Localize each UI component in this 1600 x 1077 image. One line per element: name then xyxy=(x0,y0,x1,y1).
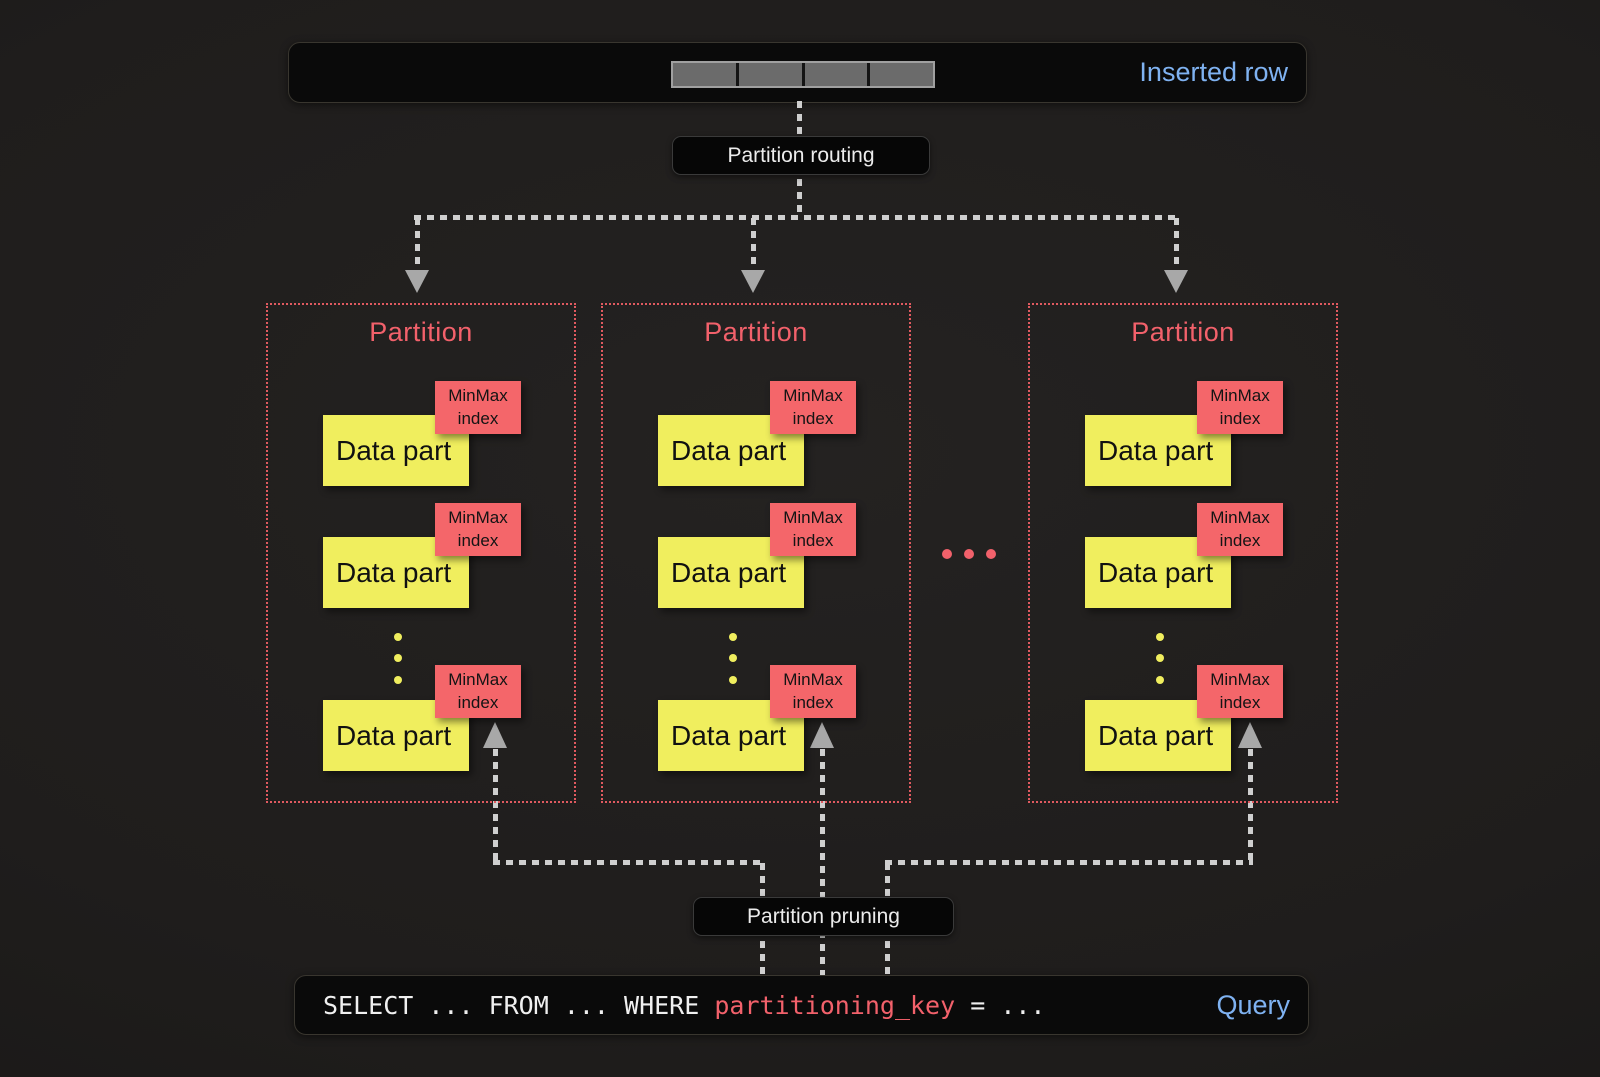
minmax-index-tag: MinMax index xyxy=(1197,381,1283,434)
fanout-stub-right xyxy=(1174,218,1179,270)
data-part-box: Data part xyxy=(1085,537,1231,608)
minmax-index-tag: MinMax index xyxy=(1197,665,1283,718)
fanout-line xyxy=(414,215,1179,220)
data-part-box: Data part xyxy=(1085,415,1231,486)
fanout-stub-middle xyxy=(751,218,756,270)
pruning-stem-middle xyxy=(820,749,825,975)
row-segment-cell xyxy=(738,63,805,86)
between-partitions-ellipsis-dot xyxy=(942,549,952,559)
sql-equals-clause: = ... xyxy=(955,990,1046,1020)
row-segments xyxy=(671,61,935,88)
fanout-stub-left xyxy=(415,218,420,270)
between-partitions-ellipsis-dot xyxy=(964,549,974,559)
partition-title: Partition xyxy=(369,317,473,347)
data-part-box: Data part xyxy=(658,415,804,486)
partition-title: Partition xyxy=(704,317,808,347)
sql-query-text: SELECT ... FROM ... WHERE partitioning_k… xyxy=(323,991,1045,1020)
data-parts-ellipsis-dot xyxy=(729,654,737,662)
data-parts-ellipsis-dot xyxy=(1156,654,1164,662)
partition-pruning-label-text: Partition pruning xyxy=(747,904,900,928)
arrow-down-icon xyxy=(741,270,765,293)
data-part-box: Data part xyxy=(323,700,469,771)
partition-routing-label: Partition routing xyxy=(672,136,930,175)
data-parts-ellipsis-dot xyxy=(1156,633,1164,641)
partition-pruning-label: Partition pruning xyxy=(693,897,954,936)
minmax-index-tag: MinMax index xyxy=(1197,503,1283,556)
minmax-index-tag: MinMax index xyxy=(435,381,521,434)
row-segment-cell xyxy=(804,63,871,86)
query-label: Query xyxy=(1216,989,1290,1020)
data-parts-ellipsis-dot xyxy=(729,676,737,684)
data-parts-ellipsis-dot xyxy=(394,654,402,662)
arrow-down-icon xyxy=(1164,270,1188,293)
minmax-index-tag: MinMax index xyxy=(435,665,521,718)
pruning-stem-right xyxy=(1248,749,1253,863)
row-segment-cell xyxy=(870,63,933,86)
pruning-line-right xyxy=(885,860,1253,865)
partition-title: Partition xyxy=(1131,317,1235,347)
pruning-line-left xyxy=(493,860,765,865)
minmax-index-tag: MinMax index xyxy=(770,665,856,718)
minmax-index-tag: MinMax index xyxy=(770,503,856,556)
data-parts-ellipsis-dot xyxy=(394,633,402,641)
minmax-index-tag: MinMax index xyxy=(435,503,521,556)
data-parts-ellipsis-dot xyxy=(1156,676,1164,684)
minmax-index-tag: MinMax index xyxy=(770,381,856,434)
arrow-down-icon xyxy=(405,270,429,293)
data-parts-ellipsis-dot xyxy=(729,633,737,641)
sql-partitioning-key: partitioning_key xyxy=(714,990,956,1020)
inserted-row-label: Inserted row xyxy=(1139,57,1288,87)
sql-select-clause: SELECT ... FROM ... WHERE xyxy=(323,990,715,1020)
partition-routing-label-text: Partition routing xyxy=(727,143,875,167)
pruning-stem-left xyxy=(493,749,498,863)
between-partitions-ellipsis-dot xyxy=(986,549,996,559)
row-segment-cell xyxy=(673,63,739,86)
inserted-row-bar: Inserted row xyxy=(288,42,1307,103)
query-bar: SELECT ... FROM ... WHERE partitioning_k… xyxy=(294,975,1309,1035)
data-parts-ellipsis-dot xyxy=(394,676,402,684)
